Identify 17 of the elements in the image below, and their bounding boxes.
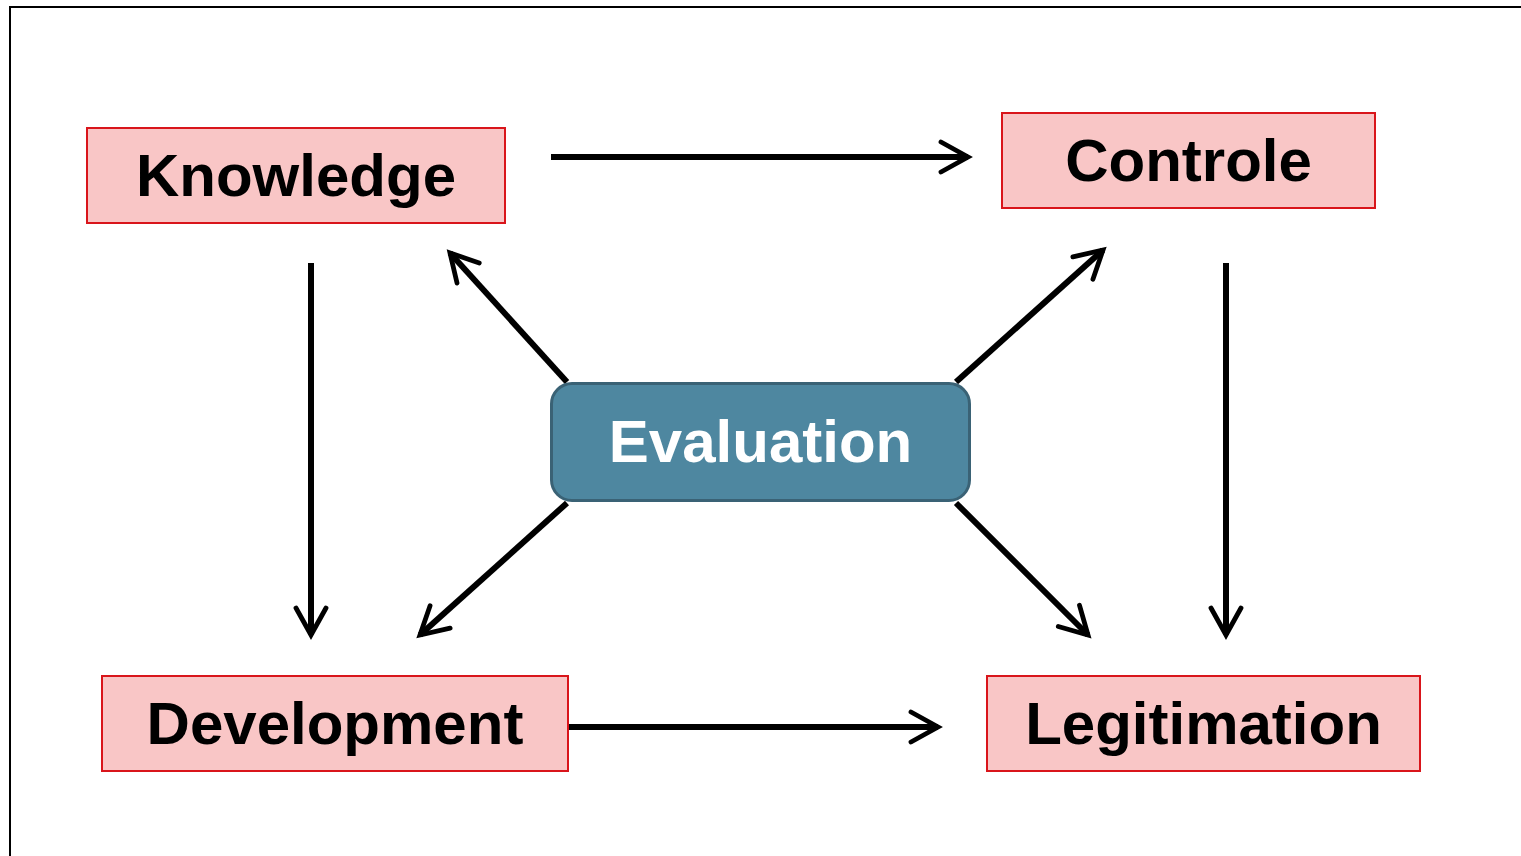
node-label: Legitimation (1025, 693, 1382, 754)
arrow (953, 500, 1091, 638)
arrow (293, 263, 329, 638)
node-label: Evaluation (608, 412, 913, 472)
node-label: Knowledge (136, 145, 456, 206)
arrow (447, 250, 570, 384)
concept-box (986, 675, 1421, 772)
arrow (551, 139, 971, 175)
concept-box (86, 127, 506, 224)
concept-box (1001, 112, 1376, 209)
arrow (1208, 263, 1244, 638)
node-label: Development (146, 693, 524, 754)
central-box (550, 382, 971, 502)
arrow (954, 247, 1106, 385)
node-label: Controle (1065, 130, 1312, 191)
arrow (417, 500, 569, 638)
concept-box (101, 675, 569, 772)
